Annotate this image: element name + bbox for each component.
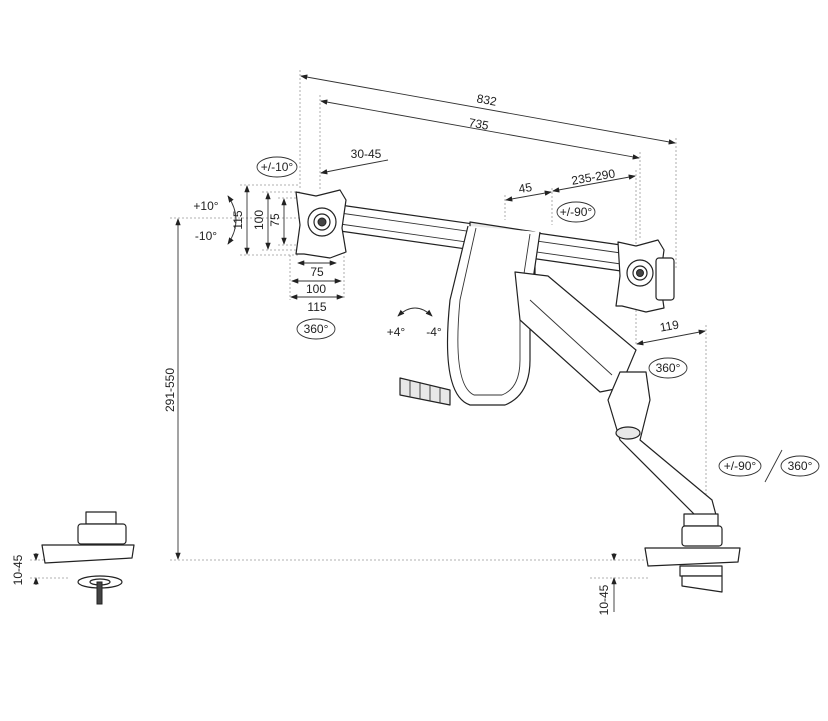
dim-vesa-horizontal-100: 100 xyxy=(306,282,326,296)
handle xyxy=(399,225,541,406)
dim-desk-thickness-right: 10-45 xyxy=(597,584,611,615)
desk-clamp-right xyxy=(644,513,741,593)
dimension-lines xyxy=(33,74,783,612)
dim-vesa-span: 735 xyxy=(468,115,491,132)
label-arm-swivel: +/-90° xyxy=(560,205,593,219)
dim-plate-offset: 30-45 xyxy=(351,147,382,161)
label-base-rotate: 360° xyxy=(788,459,813,473)
rotation-badges xyxy=(256,156,820,477)
extension-lines xyxy=(30,70,707,579)
dim-vesa-horizontal-115: 115 xyxy=(307,300,326,314)
desk-clamp-left xyxy=(41,511,135,605)
dim-height-range: 291-550 xyxy=(163,368,177,412)
label-plate-rotate: 360° xyxy=(304,322,329,336)
dim-overall-width: 832 xyxy=(476,91,499,108)
label-tilt-up: +10° xyxy=(193,199,218,213)
dim-pole-offset: 119 xyxy=(659,317,681,334)
label-bar-tilt-up: +4° xyxy=(387,325,406,339)
gas-spring-arm xyxy=(514,271,717,521)
vesa-plate-left xyxy=(295,189,347,259)
dim-center-offset: 45 xyxy=(518,180,534,196)
dim-vesa-horizontal-75: 75 xyxy=(310,265,324,279)
dim-vesa-vertical-75: 75 xyxy=(268,213,282,227)
label-bar-tilt-down: -4° xyxy=(426,325,442,339)
dim-arm-reach: 235-290 xyxy=(570,166,616,187)
dim-vesa-vertical-115: 115 xyxy=(231,210,245,229)
label-plate-tilt: +/-10° xyxy=(261,160,294,174)
label-joint-rotate: 360° xyxy=(656,361,681,375)
vesa-plate-right xyxy=(615,239,675,313)
label-base-swivel: +/-90° xyxy=(724,459,757,473)
label-tilt-down: -10° xyxy=(195,229,217,243)
dim-desk-thickness-left: 10-45 xyxy=(11,554,25,585)
dim-vesa-vertical-100: 100 xyxy=(252,210,266,230)
